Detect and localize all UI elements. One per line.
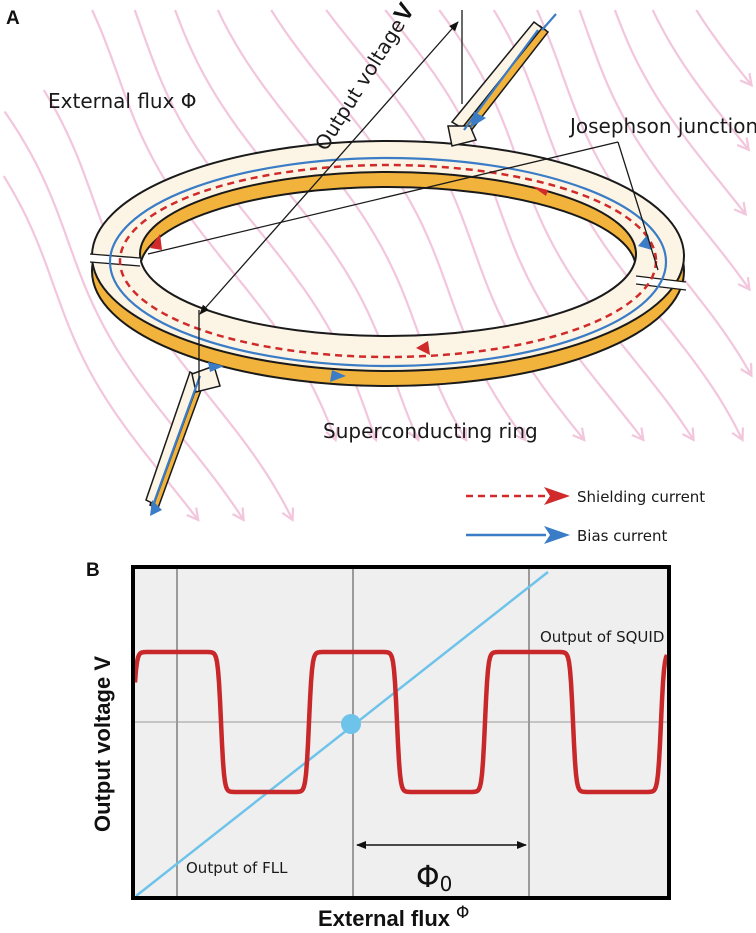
y-axis-label: Output voltage V	[90, 656, 115, 832]
external-flux-label: External flux Φ	[48, 89, 197, 113]
legend-bias-arrow	[544, 526, 570, 544]
flux-line-arrowhead	[186, 507, 200, 522]
plot-frame	[131, 565, 671, 900]
josephson-junction-label: Josephson junction	[568, 114, 756, 138]
flux-line	[492, 9, 744, 441]
flux-line-arrowhead	[232, 507, 245, 522]
flux-line-arrowhead	[407, 427, 421, 443]
flux-line-arrowhead	[572, 427, 586, 442]
flux-line	[613, 9, 747, 215]
flux-line	[651, 9, 750, 151]
flux-line-arrowhead	[631, 427, 645, 442]
flux-line-arrowhead	[325, 427, 339, 443]
fll-output-label: Output of FLL	[186, 859, 288, 877]
squid-output-label: Output of SQUID	[540, 628, 664, 646]
superconducting-ring-label: Superconducting ring	[323, 419, 538, 443]
flux-line-arrowhead	[731, 427, 744, 443]
flux-line-arrowhead	[739, 72, 754, 88]
squid-output-curve	[132, 649, 670, 795]
legend: Shielding current Bias current	[466, 487, 705, 545]
flux-line-arrowhead	[365, 427, 380, 443]
operating-point	[341, 714, 361, 734]
panel-a: A	[2, 0, 756, 545]
flux-line	[3, 110, 245, 521]
flux-line-arrowhead	[740, 362, 753, 378]
legend-shielding-arrow	[544, 487, 570, 505]
annotation-lines	[147, 10, 659, 392]
flux-line-arrowhead	[682, 427, 695, 442]
legend-bias-label: Bias current	[577, 527, 667, 545]
flux-line-arrowhead	[454, 427, 468, 442]
flux-line-arrowhead	[281, 507, 295, 523]
flux-line	[695, 9, 753, 86]
plot-background	[133, 567, 669, 898]
flux-line-arrowhead	[736, 137, 751, 152]
fll-output-line	[135, 571, 549, 897]
flux-line-arrowhead	[513, 427, 527, 442]
flux-line	[2, 175, 200, 521]
panel-b-letter: B	[86, 560, 100, 581]
flux-line-arrowhead	[737, 276, 751, 292]
period-label: Φ0	[416, 860, 452, 896]
flux-line	[578, 9, 751, 291]
panel-a-letter: A	[6, 8, 20, 29]
bottom-lead	[145, 370, 205, 509]
legend-shielding-label: Shielding current	[577, 488, 705, 506]
panel-b: B Φ0 Output of SQUID Output of FLL Outpu…	[86, 560, 671, 931]
flux-line-arrowhead	[733, 201, 748, 217]
